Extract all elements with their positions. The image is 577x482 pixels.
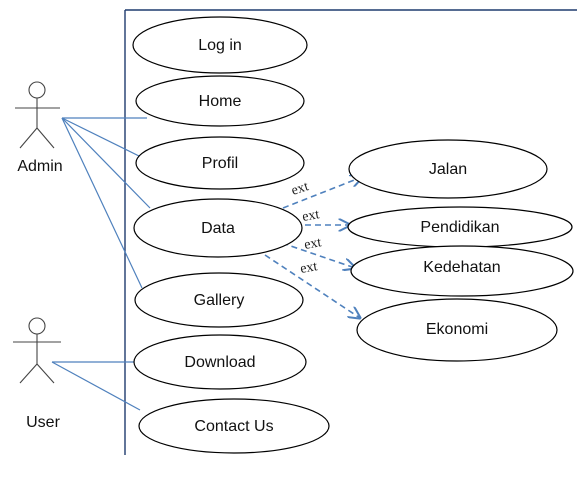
use-case-label: Home — [199, 93, 242, 110]
extend-arrow-kedehatan — [281, 242, 355, 268]
use-case-data: Data — [133, 198, 303, 258]
association-admin-gallery — [61, 117, 143, 289]
association-user-contact — [51, 361, 141, 411]
use-case-label: Download — [184, 354, 255, 371]
extend-arrow-ekonomi — [264, 254, 360, 318]
use-case-label: Kedehatan — [423, 259, 500, 276]
extend-arrow-jalan — [282, 177, 362, 209]
use-case-profil: Profil — [135, 136, 305, 190]
use-case-label: Ekonomi — [426, 321, 488, 338]
use-case-kedehatan: Kedehatan — [350, 245, 574, 297]
use-case-download: Download — [133, 334, 307, 390]
actor-admin: Admin — [15, 81, 63, 175]
actor-user: User — [13, 317, 61, 431]
use-case-label: Profil — [202, 155, 238, 172]
extend-label-kedehatan: ext — [303, 235, 323, 253]
use-case-pendidikan: Pendidikan — [347, 206, 573, 248]
use-case-label: Gallery — [194, 292, 245, 309]
use-case-contact-us: Contact Us — [138, 398, 330, 454]
extend-label-pendidikan: ext — [301, 207, 321, 225]
stick-figure-icon — [13, 317, 61, 384]
use-case-label: Contact Us — [194, 418, 273, 435]
association-admin-data — [61, 117, 151, 209]
association-lines — [51, 117, 151, 411]
use-case-ekonomi: Ekonomi — [356, 298, 558, 362]
use-case-jalan: Jalan — [348, 139, 548, 199]
stick-figure-icon — [15, 81, 60, 149]
actor-label: User — [26, 414, 60, 431]
extend-label-jalan: ext — [290, 179, 311, 199]
extend-label-ekonomi: ext — [299, 259, 319, 277]
use-case-label: Data — [201, 220, 235, 237]
extend-relations: ext ext ext ext — [264, 177, 362, 318]
use-case-label: Log in — [198, 37, 242, 54]
use-case-label: Pendidikan — [420, 219, 499, 236]
actor-label: Admin — [17, 158, 62, 175]
association-admin-profil — [61, 117, 144, 159]
use-case-home: Home — [135, 75, 305, 127]
use-case-login: Log in — [132, 16, 308, 74]
use-case-label: Jalan — [429, 161, 467, 178]
system-boundary — [124, 9, 577, 455]
use-case-gallery: Gallery — [134, 272, 304, 328]
